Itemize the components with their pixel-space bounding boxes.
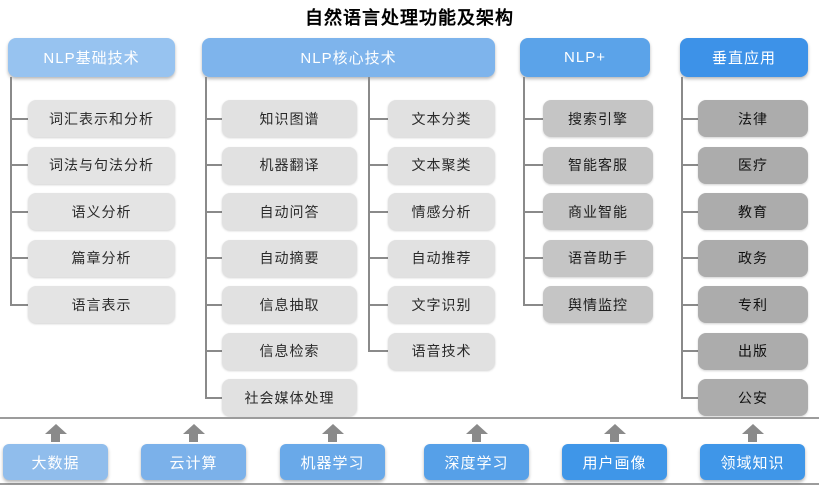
tree-connector-branch [681, 210, 698, 213]
tree-connector-branch [681, 257, 698, 259]
up-arrow-icon [465, 424, 488, 434]
tree-item: 专利 [698, 286, 808, 323]
tree-connector-branch [523, 257, 543, 259]
tree-item: 机器翻译 [222, 146, 357, 184]
tree-connector-branch [10, 117, 28, 120]
tree-item: 文本聚类 [388, 146, 495, 184]
tree-item: 词法与句法分析 [28, 146, 175, 184]
tree-item: 词汇表示和分析 [28, 100, 175, 137]
separator-line-bottom [0, 483, 819, 485]
tree-item: 教育 [698, 193, 808, 230]
tree-connector-branch [368, 164, 388, 166]
tree-connector-branch [10, 210, 28, 213]
tree-item: 出版 [698, 332, 808, 370]
tree-connector-branch [681, 164, 698, 166]
tree-item: 文本分类 [388, 100, 495, 137]
tree-item: 语义分析 [28, 193, 175, 230]
tree-connector-vertical [10, 77, 12, 305]
tree-connector-branch [523, 210, 543, 213]
tree-item: 法律 [698, 100, 808, 137]
tree-connector-branch [523, 303, 543, 306]
tree-connector-branch [523, 164, 543, 166]
tree-item: 篇章分析 [28, 239, 175, 277]
tree-connector-vertical [681, 77, 683, 398]
tree-connector-branch [368, 117, 388, 120]
column-header-nlp-plus: NLP+ [520, 38, 650, 77]
up-arrow-icon [321, 424, 344, 434]
tree-item: 信息抽取 [222, 286, 357, 323]
tree-connector-branch [368, 350, 388, 352]
up-arrow-icon [603, 424, 626, 434]
foundation-box: 深度学习 [424, 444, 529, 480]
tree-connector-branch [368, 210, 388, 213]
column-header-vertical-apps: 垂直应用 [680, 38, 808, 77]
foundation-box: 用户画像 [562, 444, 667, 480]
diagram-title: 自然语言处理功能及架构 [305, 8, 514, 28]
tree-item: 语音技术 [388, 332, 495, 370]
tree-item: 情感分析 [388, 193, 495, 230]
foundation-box: 云计算 [141, 444, 246, 480]
foundation-box: 机器学习 [280, 444, 385, 480]
tree-connector-branch [681, 117, 698, 120]
foundation-box: 大数据 [3, 444, 108, 480]
up-arrow-stem [472, 433, 481, 442]
tree-item: 自动摘要 [222, 239, 357, 277]
tree-connector-vertical [368, 77, 370, 351]
tree-item: 语言表示 [28, 286, 175, 323]
tree-item: 自动问答 [222, 193, 357, 230]
tree-item: 舆情监控 [543, 286, 653, 323]
up-arrow-stem [748, 433, 757, 442]
tree-connector-branch [10, 257, 28, 259]
tree-connector-branch [681, 350, 698, 352]
tree-connector-branch [681, 396, 698, 399]
tree-item: 自动推荐 [388, 239, 495, 277]
tree-item: 语音助手 [543, 239, 653, 277]
tree-connector-branch [10, 303, 28, 306]
tree-item: 信息检索 [222, 332, 357, 370]
up-arrow-stem [328, 433, 337, 442]
tree-connector-vertical [523, 77, 525, 305]
tree-item: 商业智能 [543, 193, 653, 230]
up-arrow-icon [182, 424, 205, 434]
tree-connector-branch [205, 257, 222, 259]
tree-item: 医疗 [698, 146, 808, 184]
column-header-nlp-basic: NLP基础技术 [8, 38, 175, 77]
tree-connector-branch [523, 117, 543, 120]
tree-item: 文字识别 [388, 286, 495, 323]
tree-connector-branch [368, 303, 388, 306]
up-arrow-stem [189, 433, 198, 442]
tree-connector-branch [10, 164, 28, 166]
foundation-box: 领域知识 [700, 444, 805, 480]
tree-connector-branch [205, 164, 222, 166]
up-arrow-icon [741, 424, 764, 434]
tree-item: 智能客服 [543, 146, 653, 184]
tree-item: 政务 [698, 239, 808, 277]
up-arrow-icon [44, 424, 67, 434]
tree-connector-branch [205, 117, 222, 120]
tree-connector-vertical [205, 77, 207, 398]
tree-connector-branch [205, 303, 222, 306]
tree-item: 搜索引擎 [543, 100, 653, 137]
tree-connector-branch [681, 303, 698, 306]
up-arrow-stem [610, 433, 619, 442]
tree-item: 社会媒体处理 [222, 379, 357, 416]
up-arrow-stem [51, 433, 60, 442]
tree-connector-branch [205, 396, 222, 399]
separator-line-top [0, 417, 819, 419]
tree-connector-branch [205, 350, 222, 352]
tree-item: 知识图谱 [222, 100, 357, 137]
tree-connector-branch [205, 210, 222, 213]
tree-item: 公安 [698, 379, 808, 416]
tree-connector-branch [368, 257, 388, 259]
column-header-nlp-core: NLP核心技术 [202, 38, 495, 77]
